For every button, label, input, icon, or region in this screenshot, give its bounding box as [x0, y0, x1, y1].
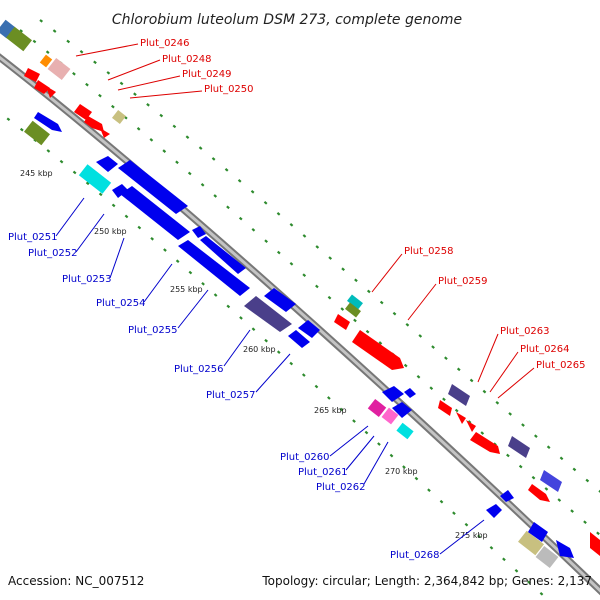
gene-arrow	[508, 436, 530, 458]
gene-arrow	[112, 184, 128, 198]
gene-arrow	[288, 330, 310, 348]
gene-arrow	[466, 420, 476, 432]
genome-summary-text: Topology: circular; Length: 2,364,842 bp…	[261, 574, 592, 588]
gene-block	[39, 54, 53, 68]
gene-arrow	[528, 522, 548, 542]
gene-label[interactable]: Plut_0260	[280, 452, 330, 463]
gene-label[interactable]: Plut_0259	[438, 276, 488, 287]
gene-label[interactable]: Plut_0252	[28, 248, 78, 259]
reverse-strand-genes	[24, 112, 574, 569]
gene-label[interactable]: Plut_0261	[298, 467, 348, 478]
gene-label[interactable]: Plut_0246	[140, 38, 190, 49]
gene-label[interactable]: Plut_0255	[128, 325, 178, 336]
gene-arrow	[334, 314, 350, 330]
gene-label[interactable]: Plut_0253	[62, 274, 112, 285]
gene-label[interactable]: Plut_0256	[174, 364, 224, 375]
gene-arrow	[528, 484, 550, 502]
kbp-mark: 270 kbp	[385, 467, 418, 476]
gene-labels-lower: Plut_0251 Plut_0252 Plut_0253 Plut_0254 …	[8, 232, 440, 561]
gene-arrow	[96, 156, 118, 172]
gene-arrow	[100, 128, 110, 138]
gene-arrow	[120, 186, 190, 240]
label-leaders-lower	[55, 197, 485, 555]
gene-block	[47, 57, 71, 81]
gene-label[interactable]: Plut_0257	[206, 390, 256, 401]
forward-strand-genes	[0, 19, 600, 556]
kbp-mark: 250 kbp	[94, 227, 127, 236]
gene-arrow	[590, 532, 600, 556]
gene-block	[347, 294, 363, 310]
gene-arrow	[24, 68, 40, 82]
gene-block	[6, 26, 32, 52]
gene-block	[518, 530, 544, 556]
gene-label[interactable]: Plut_0263	[500, 326, 550, 337]
gene-block	[535, 545, 559, 569]
gene-block	[396, 422, 414, 440]
gene-block	[111, 109, 127, 125]
gene-label[interactable]: Plut_0250	[204, 84, 254, 95]
gene-block	[367, 398, 387, 418]
gene-label[interactable]: Plut_0268	[390, 550, 440, 561]
kbp-mark: 265 kbp	[314, 406, 347, 415]
kbp-mark: 275 kbp	[455, 531, 488, 540]
gene-label[interactable]: Plut_0262	[316, 482, 366, 493]
gene-arrow	[34, 112, 62, 132]
gene-label[interactable]: Plut_0258	[404, 246, 454, 257]
gene-arrow	[34, 80, 50, 94]
genome-title: Chlorobium luteolum DSM 273, complete ge…	[112, 12, 462, 28]
gene-arrow	[200, 236, 246, 274]
gene-arrow	[264, 288, 296, 312]
gene-label[interactable]: Plut_0254	[96, 298, 146, 309]
gene-arrow	[84, 116, 104, 132]
gene-arrow	[456, 412, 466, 424]
gene-label[interactable]: Plut_0265	[536, 360, 586, 371]
kbp-mark: 255 kbp	[170, 285, 203, 294]
gene-block	[78, 164, 112, 194]
gene-arrow	[540, 470, 562, 492]
gene-arrow	[382, 386, 404, 402]
gene-block	[381, 407, 399, 425]
gene-label[interactable]: Plut_0264	[520, 344, 570, 355]
gene-arrow	[118, 160, 188, 214]
gene-label[interactable]: Plut_0248	[162, 54, 212, 65]
gene-arrow	[74, 104, 92, 120]
gene-block	[0, 19, 16, 39]
gene-labels-upper: Plut_0246 Plut_0248 Plut_0249 Plut_0250 …	[140, 38, 586, 371]
gene-arrow	[244, 296, 292, 332]
gene-arrow	[392, 402, 412, 418]
kbp-mark: 245 kbp	[20, 169, 53, 178]
accession-text: Accession: NC_007512	[8, 574, 144, 588]
genome-backbone-highlight	[0, 55, 600, 593]
gene-arrow	[500, 490, 514, 502]
gene-label[interactable]: Plut_0251	[8, 232, 58, 243]
gene-block	[24, 120, 50, 146]
gene-arrow	[438, 400, 452, 416]
gene-arrow	[178, 240, 250, 296]
gene-arrow	[404, 388, 416, 398]
label-leaders-upper	[75, 43, 535, 399]
kbp-mark: 260 kbp	[243, 345, 276, 354]
genome-backbone	[0, 53, 600, 596]
tick-ring-outer	[39, 19, 600, 493]
gene-block	[345, 302, 361, 318]
gene-arrow	[352, 330, 404, 370]
gene-arrow	[486, 504, 502, 518]
gene-arrow	[192, 226, 206, 238]
gene-arrow	[46, 86, 56, 98]
gene-label[interactable]: Plut_0249	[182, 69, 232, 80]
gene-arrow	[448, 384, 470, 406]
gene-arrow	[556, 540, 574, 558]
gene-arrow	[298, 320, 320, 338]
gene-arrow	[470, 432, 500, 454]
